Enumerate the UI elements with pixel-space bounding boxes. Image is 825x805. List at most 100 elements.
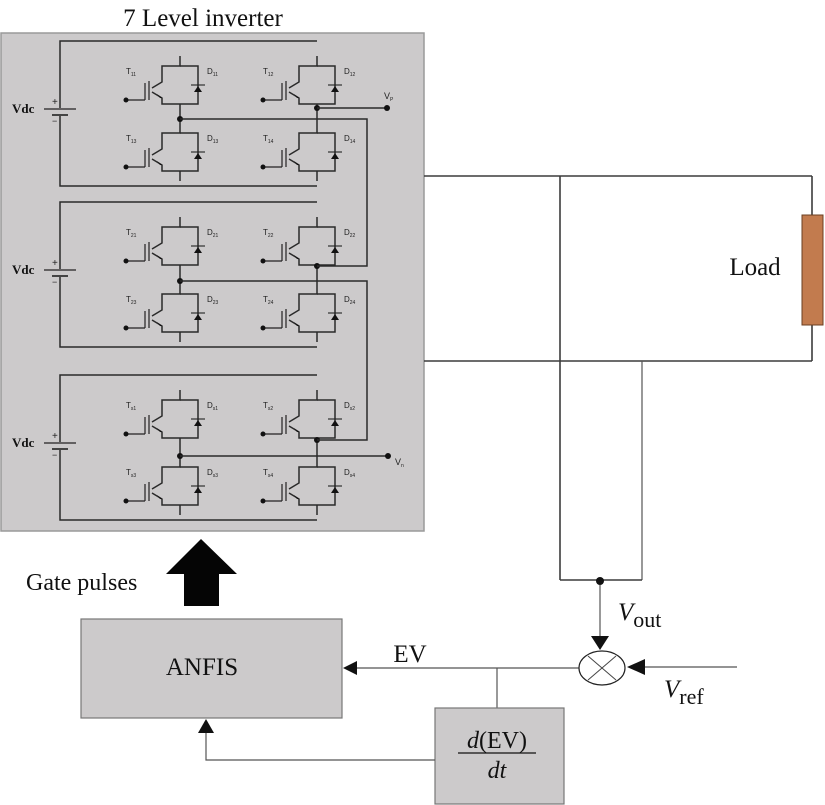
igbt-switch: T13 D13 xyxy=(123,123,219,181)
gate-terminal xyxy=(123,498,129,504)
diode-icon xyxy=(328,312,342,320)
vout-arrowhead xyxy=(591,636,609,650)
derivative-denominator: dt xyxy=(488,758,508,784)
igbt-switch: T14 D14 xyxy=(260,123,356,181)
igbt-switch: T24 D24 xyxy=(260,284,356,342)
diode-icon xyxy=(191,312,205,320)
gate-terminal xyxy=(260,431,266,437)
diode-label: D12 xyxy=(344,67,356,78)
vref-sub: ref xyxy=(679,684,704,709)
diode-icon xyxy=(328,418,342,426)
diode-label: Ds1 xyxy=(207,401,218,412)
cell-interconnect xyxy=(180,118,368,441)
diode-icon xyxy=(191,418,205,426)
load-resistor xyxy=(801,214,824,326)
derivative-arrowhead xyxy=(198,719,214,733)
transistor-label: T11 xyxy=(126,67,136,78)
inverter-title: 7 Level inverter xyxy=(123,5,283,32)
vdc-label: Vdc xyxy=(12,435,35,450)
diode-icon xyxy=(328,151,342,159)
derivative-block xyxy=(434,707,565,805)
igbt-switch: Ts4 Ds4 xyxy=(260,457,355,515)
dc-source-icon xyxy=(44,108,76,116)
diode-icon xyxy=(191,84,205,92)
gate-terminal xyxy=(123,97,129,103)
svg-text:−: − xyxy=(52,450,57,460)
summing-junction xyxy=(578,650,626,686)
diode-label: D13 xyxy=(207,134,219,145)
gate-terminal xyxy=(123,325,129,331)
svg-text:+: + xyxy=(52,258,58,269)
igbt-switch: Ts3 Ds3 xyxy=(123,457,218,515)
igbt-switch: T23 D23 xyxy=(123,284,219,342)
vdc-label: Vdc xyxy=(12,262,35,277)
diode-label: D21 xyxy=(207,228,219,239)
derivative-numerator: d(EV) xyxy=(467,728,527,754)
diode-label: D23 xyxy=(207,295,219,306)
anfis-block xyxy=(80,618,343,719)
dc-source-icon xyxy=(44,269,76,277)
diode-icon xyxy=(328,84,342,92)
transistor-label: Ts1 xyxy=(126,401,136,412)
transistor-label: T24 xyxy=(263,295,274,306)
vref-label: Vref xyxy=(664,676,704,709)
svg-text:−: − xyxy=(52,277,57,287)
diode-icon xyxy=(328,245,342,253)
transistor-label: T21 xyxy=(126,228,137,239)
vp-sub: P xyxy=(390,97,394,103)
vn-terminal: Vn xyxy=(180,453,404,469)
vp-terminal: VP xyxy=(317,91,394,111)
transistor-label: T13 xyxy=(126,134,137,145)
vp-label: V xyxy=(384,91,390,101)
transistor-label: Ts2 xyxy=(263,401,273,412)
transistor-label: T12 xyxy=(263,67,274,78)
vn-label: V xyxy=(395,457,401,467)
output-wiring xyxy=(424,175,813,585)
diode-icon xyxy=(328,485,342,493)
anfis-label: ANFIS xyxy=(166,654,238,681)
diode-label: D14 xyxy=(344,134,356,145)
transistor-label: T22 xyxy=(263,228,274,239)
load-label: Load xyxy=(729,254,781,281)
transistor-label: Ts4 xyxy=(263,468,273,479)
gate-terminal xyxy=(260,325,266,331)
transistor-label: T23 xyxy=(126,295,137,306)
svg-text:Vn: Vn xyxy=(395,457,404,469)
gate-pulses-label: Gate pulses xyxy=(26,570,137,596)
diode-label: Ds2 xyxy=(344,401,355,412)
diode-label: D11 xyxy=(207,67,218,78)
svg-text:VP: VP xyxy=(384,91,394,103)
gate-terminal xyxy=(123,258,129,264)
gate-terminal xyxy=(123,431,129,437)
diode-label: D22 xyxy=(344,228,356,239)
gate-pulses-arrow xyxy=(166,539,237,606)
diode-label: Ds3 xyxy=(207,468,218,479)
diode-label: D24 xyxy=(344,295,356,306)
vn-sub: n xyxy=(401,463,404,469)
vref-arrowhead xyxy=(627,659,645,675)
diode-icon xyxy=(191,485,205,493)
ev-label: EV xyxy=(393,641,426,668)
diode-icon xyxy=(191,245,205,253)
vout-sub: out xyxy=(633,607,661,632)
diode-icon xyxy=(191,151,205,159)
igbt-switch: T21 D21 xyxy=(123,217,219,275)
svg-text:+: + xyxy=(52,97,58,108)
gate-terminal xyxy=(260,258,266,264)
gate-terminal xyxy=(260,498,266,504)
transistor-label: Ts3 xyxy=(126,468,136,479)
dc-source-icon xyxy=(44,442,76,450)
vout-label: Vout xyxy=(618,599,661,632)
gate-terminal xyxy=(123,164,129,170)
svg-text:+: + xyxy=(52,431,58,442)
transistor-label: T14 xyxy=(263,134,274,145)
measurement-node xyxy=(596,577,604,585)
gate-terminal xyxy=(260,164,266,170)
gate-terminal xyxy=(260,97,266,103)
diode-label: Ds4 xyxy=(344,468,355,479)
igbt-switch: Ts1 Ds1 xyxy=(123,390,218,448)
